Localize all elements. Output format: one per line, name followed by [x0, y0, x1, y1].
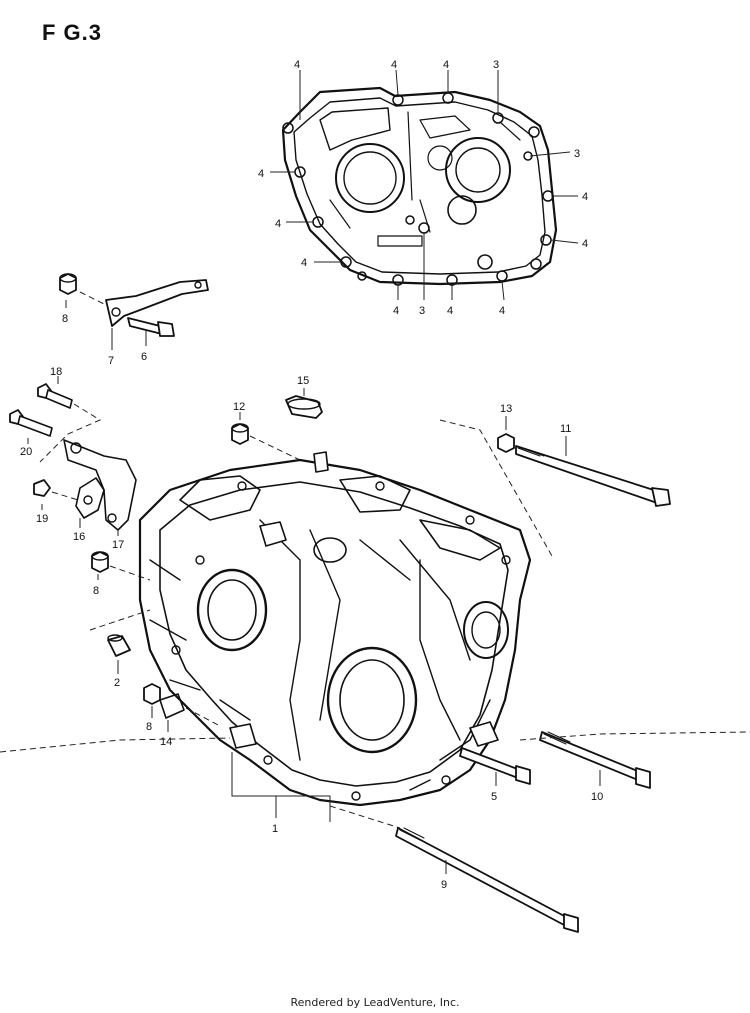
bracket-assembly-left [9, 376, 137, 536]
figure-title: F G.3 [42, 20, 103, 45]
crankcase [138, 451, 532, 807]
callout-4: 4 [499, 305, 505, 317]
callout-6: 6 [141, 351, 147, 363]
callout-16: 16 [73, 531, 85, 543]
callout-4: 4 [582, 191, 588, 203]
dowel-and-nut-parts [89, 551, 221, 732]
callout-4: 4 [294, 59, 300, 71]
guide-line [519, 731, 750, 741]
guide-line [0, 737, 231, 753]
callout-18: 18 [50, 366, 62, 378]
callout-5: 5 [491, 791, 497, 803]
callout-3: 3 [574, 148, 580, 160]
callout-9: 9 [441, 879, 447, 891]
callout-15: 15 [297, 375, 309, 387]
callout-8: 8 [146, 721, 152, 733]
callout-13: 13 [500, 403, 512, 415]
callout-2: 2 [114, 677, 120, 689]
callout-17: 17 [112, 539, 124, 551]
callout-11: 11 [560, 423, 571, 435]
callout-19: 19 [36, 513, 48, 525]
callout-10: 10 [591, 791, 603, 803]
footer-credit: Rendered by LeadVenture, Inc. [290, 996, 460, 1009]
callout-4: 4 [391, 59, 397, 71]
callout-7: 7 [108, 355, 114, 367]
callout-8: 8 [93, 585, 99, 597]
callout-14: 14 [160, 736, 172, 748]
callout-4: 4 [393, 305, 399, 317]
callout-1: 1 [272, 823, 278, 835]
guide-line [329, 805, 401, 829]
callout-4: 4 [258, 168, 264, 180]
callout-4: 4 [301, 257, 307, 269]
callout-4: 4 [275, 218, 281, 230]
callout-1-bracket [231, 752, 331, 822]
callout-3: 3 [493, 59, 499, 71]
bracket-assembly-upper [59, 273, 209, 350]
top-fasteners [231, 388, 671, 557]
callout-4: 4 [447, 305, 453, 317]
callout-8: 8 [62, 313, 68, 325]
lower-bolts [395, 731, 651, 933]
callout-4: 4 [443, 59, 449, 71]
callout-4: 4 [582, 238, 588, 250]
crankcase-gasket [270, 69, 579, 301]
callout-20: 20 [20, 446, 32, 458]
callout-12: 12 [233, 401, 245, 413]
callout-3: 3 [419, 305, 425, 317]
